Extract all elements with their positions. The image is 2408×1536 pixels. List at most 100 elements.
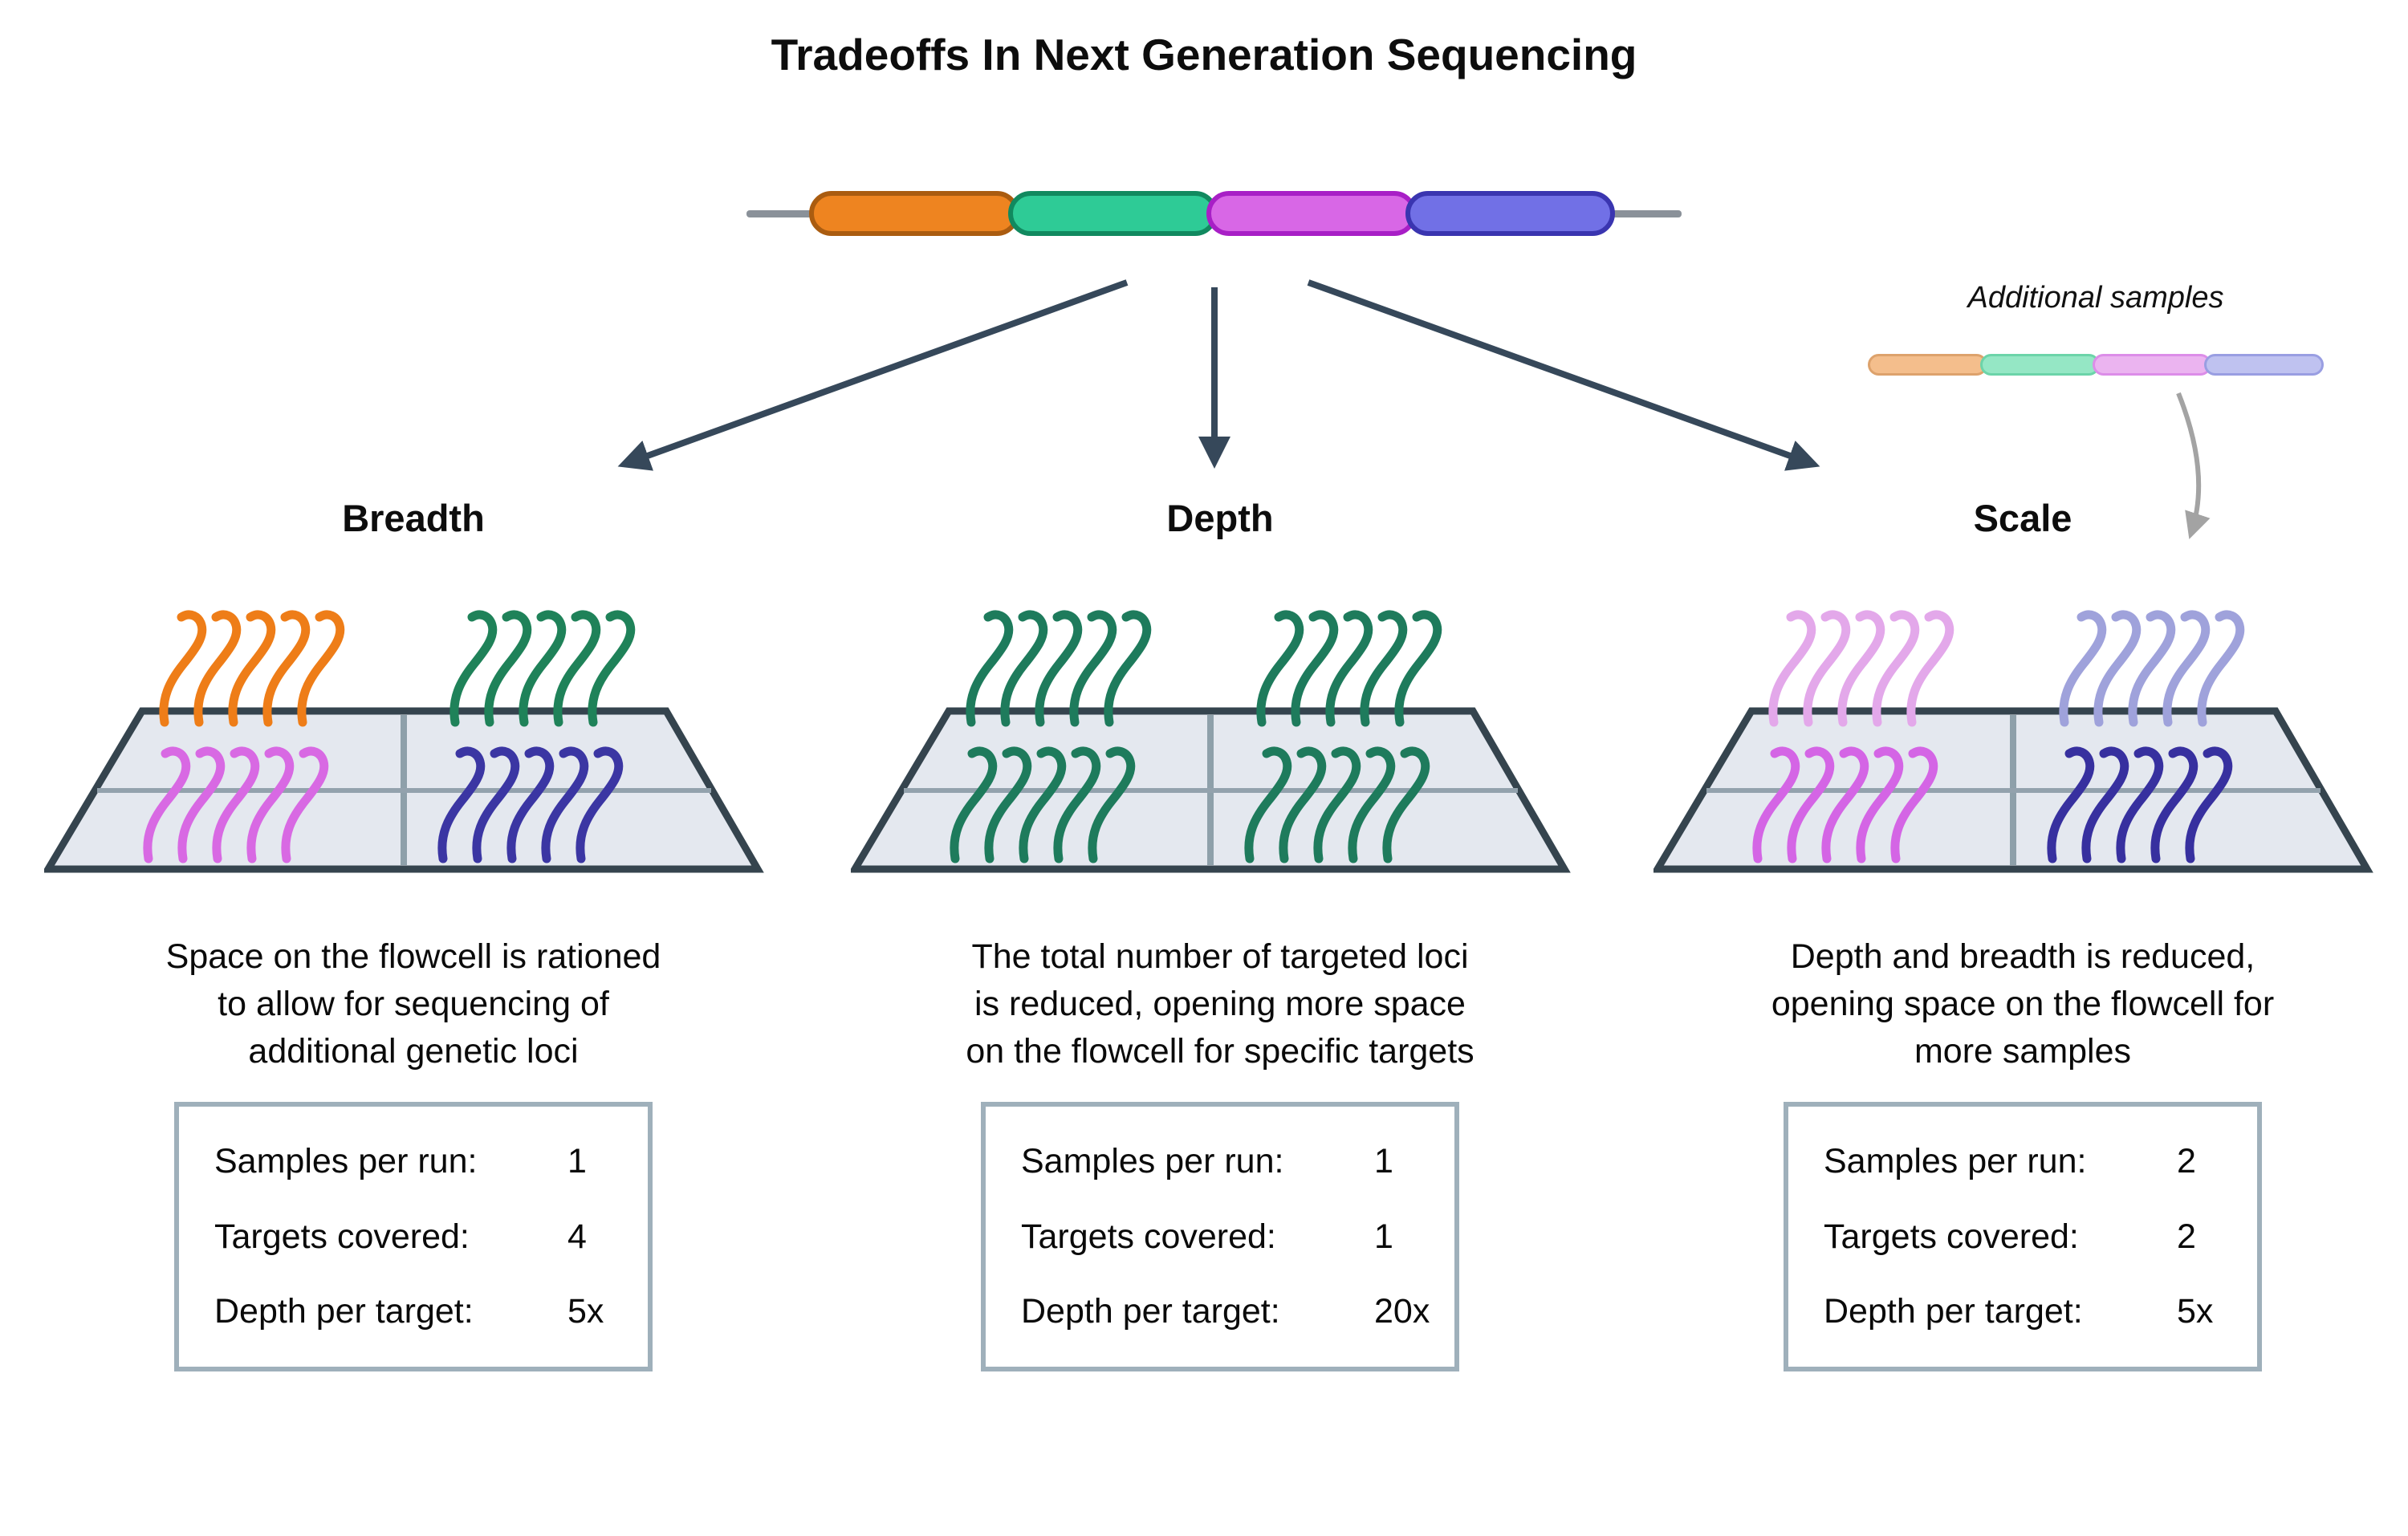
- read-squiggle-front-left: [177, 746, 226, 863]
- stat-label: Targets covered:: [1824, 1217, 2079, 1256]
- stat-box-depth: Samples per run: 1 Targets covered: 1 De…: [981, 1102, 1459, 1371]
- stat-label: Depth per target:: [1824, 1291, 2083, 1331]
- read-squiggle-front-right: [576, 746, 624, 863]
- desc-line: to allow for sequencing of: [218, 985, 609, 1023]
- panel-scale-label: Scale: [1973, 497, 2072, 539]
- read-squiggle-back-left: [1803, 610, 1851, 727]
- stat-label: Samples per run:: [1824, 1142, 2087, 1181]
- read-squiggle-front-left: [281, 746, 329, 863]
- panel-breadth: Breadth Space on the flowcell is ratione…: [44, 496, 783, 1379]
- read-squiggle-front-right: [2081, 746, 2129, 863]
- read-squiggle-back-left: [1035, 610, 1083, 727]
- read-squiggle-back-left: [159, 610, 207, 727]
- panel-scale-description: Depth and breadth is reduced, opening sp…: [1653, 933, 2392, 1075]
- read-squiggle-back-right: [1394, 610, 1442, 727]
- stat-label: Depth per target:: [1021, 1291, 1280, 1331]
- read-squiggle-back-right: [1291, 610, 1339, 727]
- read-squiggle-front-right: [2047, 746, 2095, 863]
- sample2-locus-orange-pill: [1868, 354, 1987, 376]
- read-squiggle-back-left: [193, 610, 242, 727]
- stat-label: Depth per target:: [214, 1291, 474, 1331]
- read-squiggle-front-left: [1088, 746, 1136, 863]
- read-squiggle-back-right: [2128, 610, 2176, 727]
- read-squiggle-front-left: [143, 746, 191, 863]
- flowcell-breadth: [44, 610, 764, 873]
- flowcell-scale: [1653, 610, 2373, 873]
- stat-row: Depth per target: 5x: [179, 1292, 648, 1331]
- stat-row: Targets covered: 2: [1788, 1217, 2257, 1257]
- stat-value: 20x: [1374, 1291, 1430, 1331]
- read-squiggle-front-right: [2116, 746, 2164, 863]
- read-squiggle-front-left: [984, 746, 1032, 863]
- read-squiggle-front-left: [246, 746, 295, 863]
- read-squiggle-back-left: [1906, 610, 1954, 727]
- additional-samples-label: Additional samples: [1967, 281, 2224, 315]
- stat-value: 5x: [567, 1291, 604, 1331]
- read-squiggle-front-left: [1821, 746, 1869, 863]
- panel-depth-description: The total number of targeted loci is red…: [851, 933, 1589, 1075]
- stat-row: Depth per target: 5x: [1788, 1292, 2257, 1331]
- stat-value: 1: [1374, 1142, 1393, 1181]
- flowcell-depth: [851, 610, 1571, 873]
- stat-row: Samples per run: 2: [1788, 1142, 2257, 1181]
- panel-scale: Scale Depth and breadth is reduced, open…: [1653, 496, 2392, 1379]
- read-squiggle-back-right: [519, 610, 567, 727]
- stat-row: Depth per target: 20x: [986, 1292, 1454, 1331]
- read-squiggle-back-right: [553, 610, 601, 727]
- read-squiggle-back-right: [2059, 610, 2107, 727]
- stat-label: Samples per run:: [214, 1142, 478, 1181]
- stat-value: 5x: [2177, 1291, 2214, 1331]
- sample2-locus-magenta-pill: [2092, 354, 2212, 376]
- stat-box-scale: Samples per run: 2 Targets covered: 2 De…: [1784, 1102, 2262, 1371]
- read-squiggle-front-left: [1787, 746, 1835, 863]
- locus-magenta-pill: [1206, 191, 1417, 236]
- read-squiggle-front-right: [437, 746, 486, 863]
- read-squiggle-back-right: [2093, 610, 2142, 727]
- stat-row: Samples per run: 1: [986, 1142, 1454, 1181]
- desc-line: more samples: [1914, 1032, 2132, 1071]
- read-squiggle-back-right: [588, 610, 636, 727]
- read-squiggle-back-left: [297, 610, 345, 727]
- additional-samples-bar: [1868, 354, 2324, 376]
- desc-line: The total number of targeted loci: [971, 937, 1469, 976]
- stat-row: Targets covered: 1: [986, 1217, 1454, 1257]
- read-squiggle-back-left: [1104, 610, 1152, 727]
- read-squiggle-back-right: [2162, 610, 2211, 727]
- desc-line: additional genetic loci: [248, 1032, 579, 1071]
- read-squiggle-back-right: [1360, 610, 1408, 727]
- read-squiggle-back-right: [2197, 610, 2245, 727]
- read-squiggle-front-right: [1382, 746, 1430, 863]
- sample2-locus-green-pill: [1979, 354, 2100, 376]
- locus-blue-pill: [1405, 191, 1615, 236]
- read-squiggle-front-right: [472, 746, 520, 863]
- read-squiggle-front-left: [212, 746, 260, 863]
- desc-line: is reduced, opening more space: [974, 985, 1466, 1023]
- stat-value: 2: [2177, 1217, 2196, 1256]
- read-squiggle-back-left: [262, 610, 311, 727]
- panel-depth: Depth The total number of targeted loci …: [851, 496, 1589, 1379]
- locus-orange-pill: [809, 191, 1019, 236]
- read-squiggle-back-right: [1325, 610, 1373, 727]
- read-squiggle-front-right: [506, 746, 555, 863]
- read-squiggle-front-right: [2150, 746, 2199, 863]
- read-squiggle-back-right: [449, 610, 498, 727]
- arrow-to-scale-icon: [1307, 279, 1820, 471]
- desc-line: opening space on the flowcell for: [1771, 985, 2275, 1023]
- read-squiggle-front-left: [1856, 746, 1904, 863]
- sample2-locus-blue-pill: [2204, 354, 2324, 376]
- stat-row: Samples per run: 1: [179, 1142, 648, 1181]
- panel-breadth-description: Space on the flowcell is rationed to all…: [44, 933, 783, 1075]
- locus-green-pill: [1007, 191, 1218, 236]
- read-squiggle-front-right: [1279, 746, 1327, 863]
- stat-value: 4: [567, 1217, 587, 1256]
- read-squiggle-back-right: [1256, 610, 1304, 727]
- sequence-bar: [809, 191, 1615, 236]
- read-squiggle-front-left: [1053, 746, 1101, 863]
- stat-value: 2: [2177, 1142, 2196, 1181]
- diagram-title: Tradeoffs In Next Generation Sequencing: [771, 30, 1637, 79]
- stat-label: Targets covered:: [214, 1217, 470, 1256]
- read-squiggle-back-left: [1837, 610, 1885, 727]
- read-squiggle-front-left: [950, 746, 998, 863]
- stat-box-breadth: Samples per run: 1 Targets covered: 4 De…: [174, 1102, 653, 1371]
